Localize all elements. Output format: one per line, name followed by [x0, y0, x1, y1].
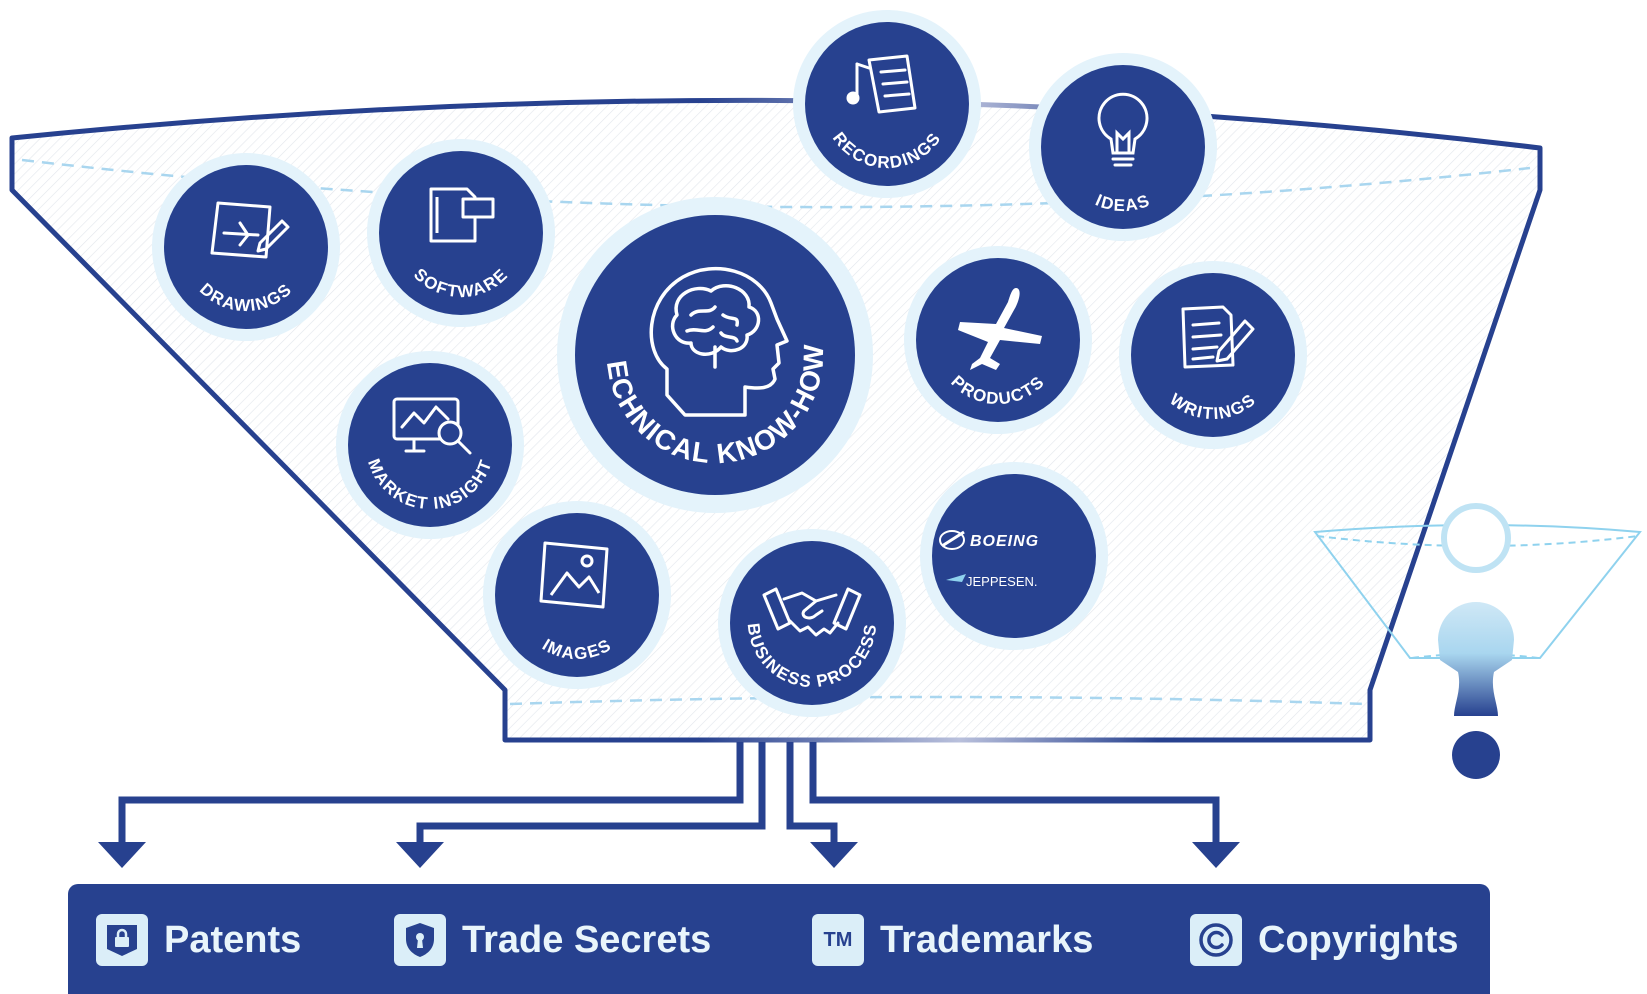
circle-business-process: BUSINESS PROCESS: [718, 529, 906, 717]
circle-technical-know-how: TECHNICAL KNOW-HOW: [557, 197, 873, 513]
trademark-icon-text: TM: [823, 928, 853, 951]
arrow-to-trade-secrets: [416, 742, 766, 842]
output-trademarks: TM Trademarks: [812, 912, 1093, 968]
output-copyrights: Copyrights: [1190, 912, 1459, 968]
arrow-to-patents: [118, 742, 744, 842]
circle-drawings: DRAWINGS: [152, 153, 340, 341]
boeing-logo: BOEING: [939, 530, 1039, 550]
circle-market-insight: MARKET INSIGHT: [336, 351, 524, 539]
drawing-plane-icon: [210, 201, 290, 259]
airplane-icon: [958, 288, 1042, 370]
handshake-icon: [762, 587, 862, 637]
document-window-icon: [429, 187, 495, 243]
brain-head-icon: [649, 267, 789, 417]
output-label-copyrights: Copyrights: [1258, 918, 1459, 961]
output-patents: Patents: [96, 912, 301, 968]
output-trade-secrets: Trade Secrets: [394, 912, 711, 968]
circle-boeing-jeppesen: BOEING JEPPESEN.: [920, 462, 1108, 650]
circle-products: PRODUCTS: [904, 246, 1092, 434]
monitor-chart-magnifier-icon: [392, 397, 472, 455]
output-label-patents: Patents: [164, 918, 302, 961]
circle-ideas: IDEAS: [1029, 53, 1217, 241]
output-label-trademarks: Trademarks: [880, 918, 1094, 961]
circle-images: IMAGES: [483, 501, 671, 689]
funnel-rim-dash: [21, 158, 1531, 209]
music-note-document-icon: [846, 54, 917, 114]
arrow-heads: [98, 842, 1240, 868]
shield-keyhole-icon: [394, 914, 446, 966]
copyright-icon: [1190, 914, 1242, 966]
circle-software: SOFTWARE: [367, 139, 555, 327]
circle-writings: WRITINGS: [1119, 261, 1307, 449]
arrow-head-copyrights: [1192, 842, 1240, 868]
jeppesen-logo: JEPPESEN.: [946, 574, 1038, 589]
ip-output-bar: Patents Trade Secrets TM Trademarks Copy…: [68, 884, 1490, 994]
output-label-trade-secrets: Trade Secrets: [462, 918, 712, 961]
arrow-head-patents: [98, 842, 146, 868]
trademark-icon: TM: [812, 914, 864, 966]
arrow-to-copyrights: [809, 742, 1220, 842]
jeppesen-wordmark: JEPPESEN.: [966, 574, 1038, 589]
connector-arrows: [118, 742, 1220, 842]
arrow-head-trademarks: [810, 842, 858, 868]
boeing-wordmark: BOEING: [970, 533, 1039, 550]
funnel-neck-dash: [509, 695, 1366, 706]
picture-icon: [539, 541, 609, 609]
document-pen-icon: [1181, 305, 1255, 369]
patent-lock-icon: [96, 914, 148, 966]
circle-recordings: RECORDINGS: [793, 10, 981, 198]
mini-funnel-icon: [1313, 503, 1642, 779]
arrow-to-trademarks: [786, 742, 838, 842]
lightbulb-icon: [1097, 92, 1149, 167]
arrow-head-trade-secrets: [396, 842, 444, 868]
